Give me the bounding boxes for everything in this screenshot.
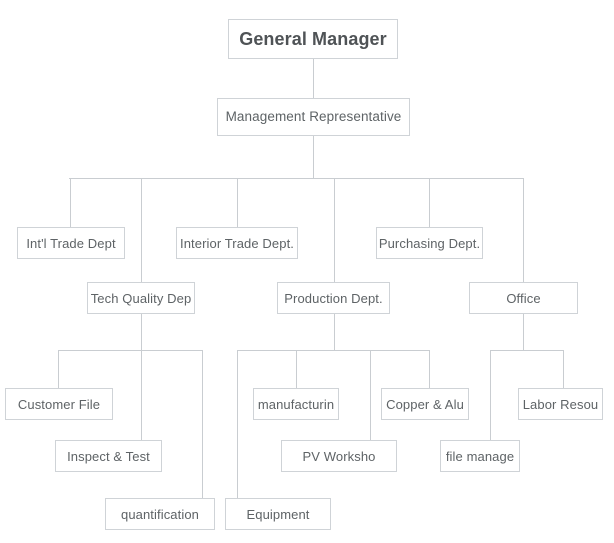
org-node-label: Purchasing Dept. bbox=[378, 235, 481, 251]
org-node-quantification[interactable]: quantification bbox=[105, 498, 215, 530]
org-node-label: Inspect & Test bbox=[67, 448, 150, 464]
connector-drop-manufacturin bbox=[296, 350, 297, 388]
connector-prod-stem-down bbox=[334, 314, 335, 350]
connector-tech-bus bbox=[58, 350, 203, 351]
connector-drop-customer-file bbox=[58, 350, 59, 388]
org-node-label: Equipment bbox=[246, 506, 310, 522]
connector-drop-equipment bbox=[237, 350, 238, 498]
org-node-copper-and-alu[interactable]: Copper & Alu bbox=[381, 388, 469, 420]
org-node-label: Interior Trade Dept. bbox=[180, 235, 294, 251]
connector-office-stem-down bbox=[523, 314, 524, 350]
connector-tech-stem-down bbox=[141, 314, 142, 350]
org-node-labor-resou[interactable]: Labor Resou bbox=[518, 388, 603, 420]
connector-office-bus bbox=[490, 350, 564, 351]
org-node-label: quantification bbox=[120, 506, 199, 522]
org-node-office[interactable]: Office bbox=[469, 282, 578, 314]
org-node-label: Tech Quality Dep bbox=[90, 290, 192, 306]
connector-drop-inspect-test bbox=[141, 350, 142, 440]
org-node-label: manufacturin bbox=[257, 396, 335, 412]
org-node-inspect-and-test[interactable]: Inspect & Test bbox=[55, 440, 162, 472]
org-node-purchasing-dept[interactable]: Purchasing Dept. bbox=[376, 227, 483, 259]
connector-drop-pv-worksho bbox=[370, 350, 371, 440]
org-node-label: Copper & Alu bbox=[386, 396, 464, 412]
org-node-manufacturin[interactable]: manufacturin bbox=[253, 388, 339, 420]
org-node-production-dept[interactable]: Production Dept. bbox=[277, 282, 390, 314]
connector-drop-office bbox=[523, 178, 524, 282]
connector-drop-intl-trade bbox=[70, 178, 71, 227]
connector-drop-production bbox=[334, 178, 335, 282]
org-node-label: Production Dept. bbox=[284, 290, 383, 306]
org-node-equipment[interactable]: Equipment bbox=[225, 498, 331, 530]
connector-drop-tech-quality bbox=[141, 178, 142, 282]
org-node-label: file manage bbox=[445, 448, 515, 464]
org-node-label: Management Representative bbox=[225, 109, 402, 125]
org-node-interior-trade-dept[interactable]: Interior Trade Dept. bbox=[176, 227, 298, 259]
org-node-label: Int'l Trade Dept bbox=[26, 235, 116, 251]
connector-drop-labor-resou bbox=[563, 350, 564, 388]
connector-drop-interior-trade bbox=[237, 178, 238, 227]
org-node-label: Labor Resou bbox=[522, 396, 599, 412]
org-node-tech-quality-dep[interactable]: Tech Quality Dep bbox=[87, 282, 195, 314]
connector-drop-purchasing bbox=[429, 178, 430, 227]
org-node-label: General Manager bbox=[239, 29, 387, 49]
connector-drop-quantification bbox=[202, 350, 203, 498]
org-node-intl-trade-dept[interactable]: Int'l Trade Dept bbox=[17, 227, 125, 259]
org-node-label: Customer File bbox=[17, 396, 101, 412]
org-node-file-manage[interactable]: file manage bbox=[440, 440, 520, 472]
org-node-general-manager[interactable]: General Manager bbox=[228, 19, 398, 59]
connector-level2-bus bbox=[69, 178, 524, 179]
connector-gm-to-mr bbox=[313, 59, 314, 98]
org-node-customer-file[interactable]: Customer File bbox=[5, 388, 113, 420]
connector-drop-file-manage bbox=[490, 350, 491, 440]
connector-prod-bus bbox=[237, 350, 430, 351]
org-node-label: Office bbox=[506, 290, 541, 306]
org-node-label: PV Worksho bbox=[302, 448, 376, 464]
connector-mr-stem-down bbox=[313, 136, 314, 178]
org-node-management-representative[interactable]: Management Representative bbox=[217, 98, 410, 136]
org-node-pv-worksho[interactable]: PV Worksho bbox=[281, 440, 397, 472]
connector-drop-copper-alu bbox=[429, 350, 430, 388]
